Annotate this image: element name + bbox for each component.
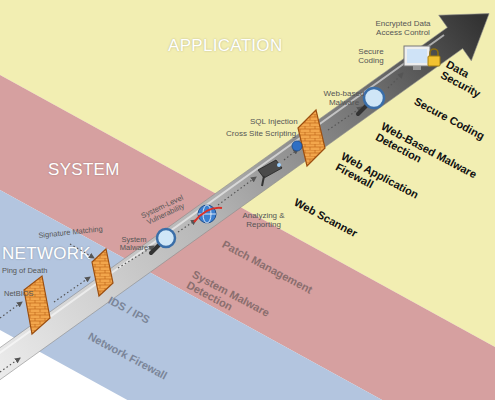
layer-label: Secure Coding bbox=[412, 95, 486, 142]
magnifier-icon bbox=[364, 88, 384, 108]
layer-label: System Malware Detection bbox=[185, 268, 285, 336]
threat-label: Encrypted Data Access Control bbox=[370, 20, 436, 38]
layer-title: APPLICATION bbox=[168, 36, 282, 56]
layer-title: NETWORK bbox=[2, 244, 91, 264]
camera-icon bbox=[258, 160, 282, 178]
shield-icon bbox=[292, 141, 302, 151]
threat-label: Secure Coding bbox=[356, 48, 386, 66]
threat-label: Analyzing & Reporting bbox=[240, 212, 287, 230]
layer-label: Web Scanner bbox=[292, 196, 359, 239]
threat-label: Cross Site Scripting bbox=[226, 130, 296, 139]
layer-title: SYSTEM bbox=[48, 160, 120, 180]
band-fill bbox=[0, 0, 495, 347]
band-fill bbox=[0, 190, 495, 400]
camera-lens bbox=[277, 163, 281, 167]
camera-mount bbox=[262, 176, 264, 186]
threat-label: NetBIOS bbox=[4, 290, 34, 298]
layer-label: Data Security bbox=[439, 58, 489, 100]
threat-label: Ping of Death bbox=[2, 267, 47, 275]
monitor-stand bbox=[413, 66, 421, 70]
monitor-screen bbox=[407, 49, 427, 63]
globe-swoosh bbox=[194, 208, 222, 222]
threat-label: SQL Injection bbox=[250, 118, 298, 127]
leader-line bbox=[0, 358, 20, 372]
threat-label: System-Level Vulnerability bbox=[138, 193, 190, 229]
threat-label: Web-based Malware bbox=[322, 90, 366, 108]
threat-label: System Malware bbox=[118, 236, 150, 253]
layer-label: Network Firewall bbox=[86, 330, 169, 382]
magnifier-icon bbox=[157, 229, 175, 247]
leader-line bbox=[388, 73, 403, 88]
layer-label: IDS / IPS bbox=[106, 294, 152, 326]
monitor-icon bbox=[404, 46, 430, 66]
leader-line bbox=[178, 220, 196, 232]
layer-label: Patch Management bbox=[220, 238, 314, 296]
magnifier-handle bbox=[151, 245, 159, 253]
magnifier-handle bbox=[358, 105, 367, 114]
lock-icon bbox=[428, 56, 440, 66]
threat-label: Signature Matching bbox=[38, 225, 103, 240]
